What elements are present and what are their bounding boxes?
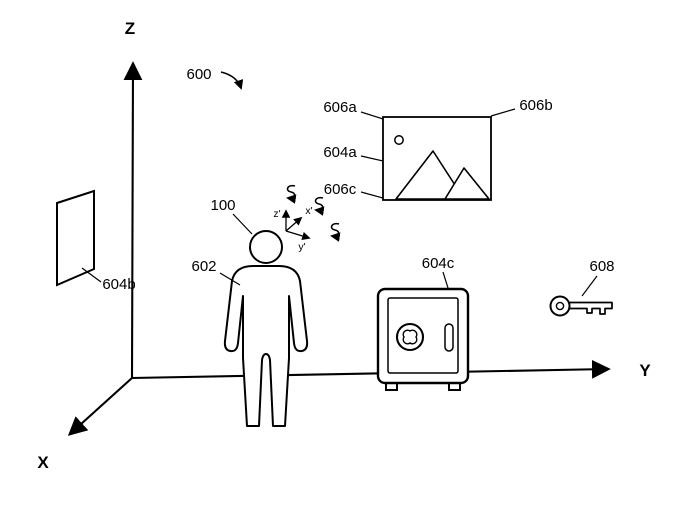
person-label: 602 <box>191 258 216 275</box>
safe-inner-panel <box>387 297 459 374</box>
key-shaft <box>568 301 613 315</box>
safe-handle <box>444 323 454 352</box>
x-axis-line <box>67 377 133 436</box>
head-label: 100 <box>210 197 235 214</box>
z-axis-line <box>123 61 143 379</box>
person-head <box>249 230 283 264</box>
x-axis-label: X <box>37 453 49 472</box>
rotation-arrow-z <box>286 184 297 204</box>
picture-tl-label: 606a <box>323 99 357 116</box>
head-y-axis <box>285 230 311 241</box>
picture-leader <box>360 155 384 162</box>
y-axis-line <box>131 359 611 380</box>
picture-tr-label: 606b <box>519 97 552 114</box>
wall-frame-leader <box>81 267 102 283</box>
head-axes: z' x' y' <box>273 184 341 253</box>
safe-leader <box>442 271 449 289</box>
safe-group: 604c <box>376 255 470 391</box>
person-leader <box>219 272 241 286</box>
safe-dial-rosette <box>402 329 418 345</box>
head-leader <box>232 213 253 235</box>
picture-tl-leader <box>360 111 384 120</box>
picture-group: 606a 606b 604a 606c <box>323 97 553 201</box>
key-group: 608 <box>549 258 615 317</box>
picture-bl-leader <box>360 191 384 199</box>
wall-frame <box>56 189 95 287</box>
head-x-axis-label: x' <box>305 205 312 217</box>
rotation-arrow-x <box>314 196 325 216</box>
figure-number-label: 600 <box>186 66 211 83</box>
coordinate-axes <box>67 61 611 436</box>
key-label: 608 <box>589 258 614 275</box>
mountain-small-icon <box>444 167 490 200</box>
mountain-large-icon <box>395 150 465 200</box>
y-axis-label: Y <box>639 361 651 380</box>
picture-tr-leader <box>490 108 516 117</box>
rotation-arrow-y <box>330 222 341 242</box>
picture-label: 604a <box>323 144 357 161</box>
safe-dial <box>395 322 425 352</box>
wall-frame-label: 604b <box>102 276 135 293</box>
head-y-axis-label: y' <box>298 241 305 253</box>
person-body <box>223 265 309 427</box>
safe-label: 604c <box>422 255 455 272</box>
head-x-axis <box>285 216 303 232</box>
head-z-axis-label: z' <box>273 208 280 220</box>
key-leader <box>581 275 598 297</box>
z-axis-label: Z <box>125 19 135 38</box>
figure-number-arrow <box>220 71 244 90</box>
key-hole <box>555 301 565 311</box>
picture-bl-label: 606c <box>324 181 357 198</box>
wall-frame-group: 604b <box>56 189 136 293</box>
person-figure: 100 602 <box>191 197 309 427</box>
picture-sun-icon <box>394 135 404 145</box>
